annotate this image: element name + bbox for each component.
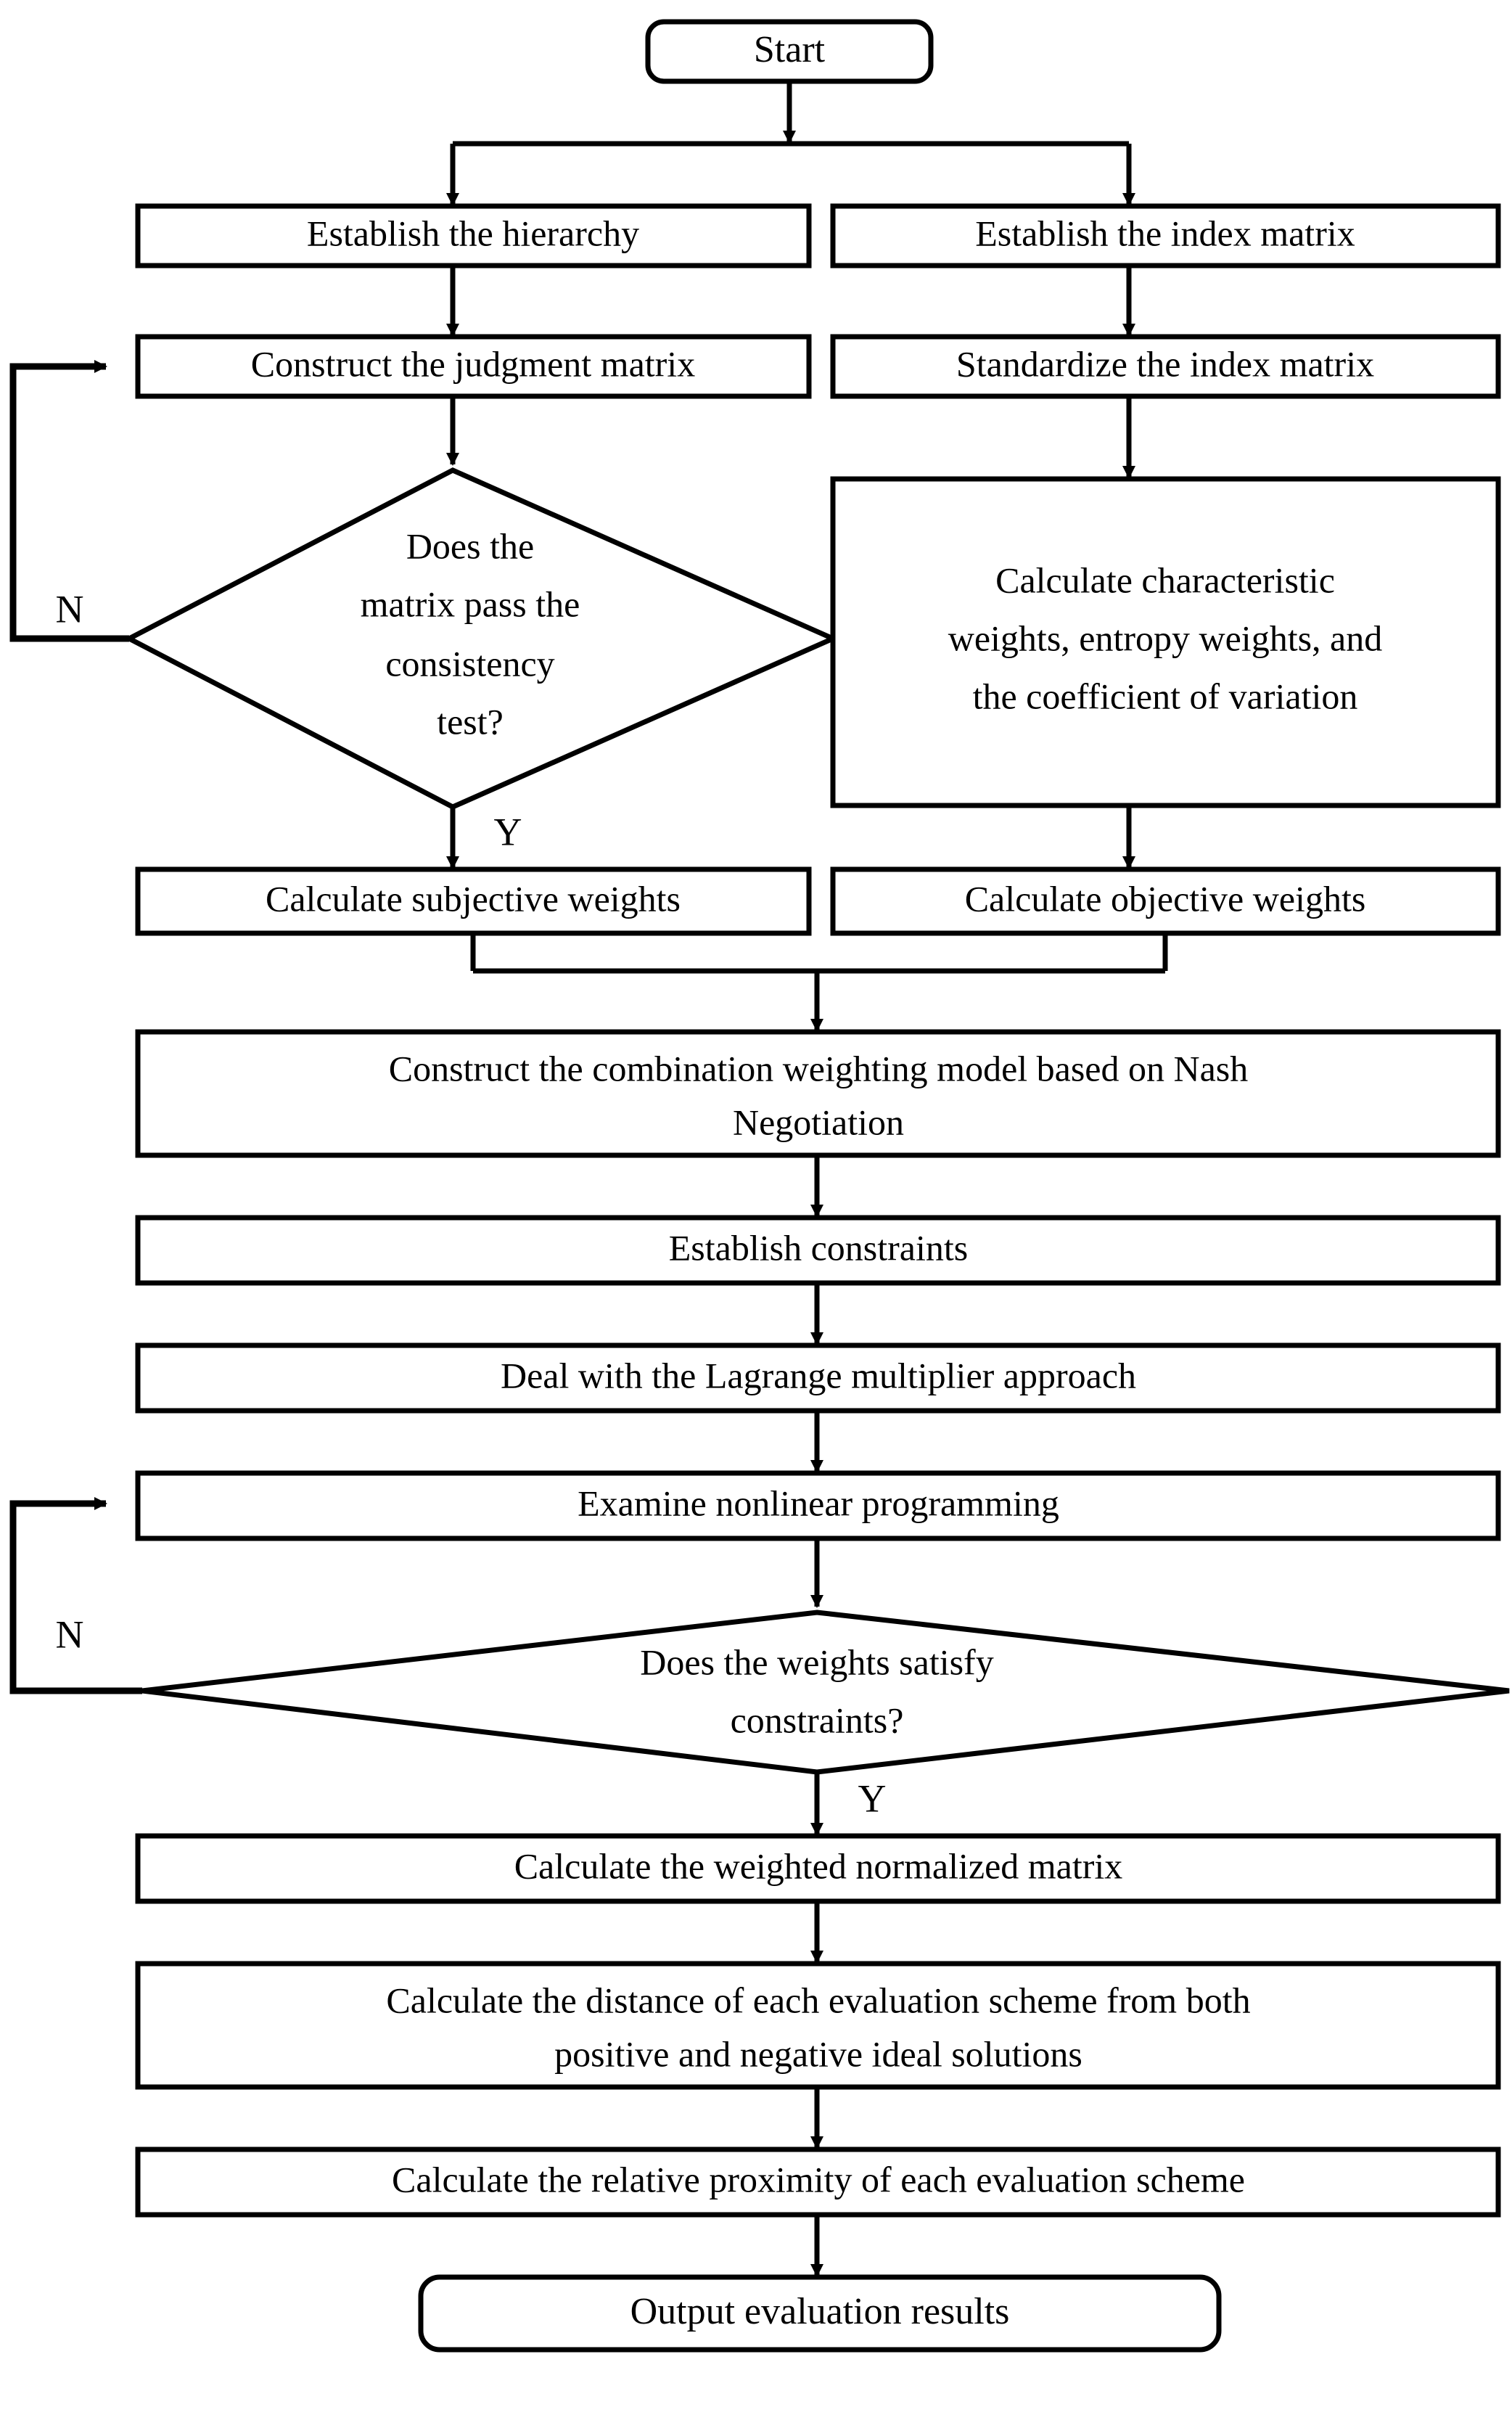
consistency-no-label: N bbox=[56, 587, 84, 631]
node-distance[interactable]: Calculate the distance of each evaluatio… bbox=[135, 1961, 1501, 2090]
calculate-characteristic-line3: the coefficient of variation bbox=[973, 676, 1358, 716]
establish-index-matrix-label: Establish the index matrix bbox=[975, 213, 1355, 253]
calculate-subjective-label: Calculate subjective weights bbox=[266, 878, 681, 919]
weighted-normalized-label: Calculate the weighted normalized matrix bbox=[514, 1845, 1123, 1886]
node-calculate-objective[interactable]: Calculate objective weights bbox=[830, 866, 1501, 936]
distance-box[interactable] bbox=[135, 1961, 1501, 2090]
calculate-objective-label: Calculate objective weights bbox=[965, 878, 1366, 919]
lagrange-label: Deal with the Lagrange multiplier approa… bbox=[501, 1355, 1136, 1395]
node-calculate-characteristic[interactable]: Calculate characteristic weights, entrop… bbox=[830, 476, 1501, 808]
relative-proximity-label: Calculate the relative proximity of each… bbox=[392, 2159, 1245, 2199]
node-constraints-decision[interactable]: Does the weights satisfy constraints? bbox=[141, 1610, 1510, 1775]
consistency-yes-label: Y bbox=[494, 810, 522, 853]
calculate-characteristic-box[interactable] bbox=[830, 476, 1501, 808]
node-establish-constraints[interactable]: Establish constraints bbox=[135, 1215, 1501, 1286]
edge-start-split bbox=[446, 81, 1135, 206]
distance-line1: Calculate the distance of each evaluatio… bbox=[386, 1980, 1250, 2020]
consistency-line2: matrix pass the bbox=[361, 583, 580, 624]
establish-hierarchy-label: Establish the hierarchy bbox=[307, 213, 639, 253]
examine-nonlinear-label: Examine nonlinear programming bbox=[578, 1483, 1059, 1523]
combination-weighting-line2: Negotiation bbox=[733, 1102, 904, 1142]
establish-hierarchy-box[interactable] bbox=[135, 203, 812, 268]
node-examine-nonlinear[interactable]: Examine nonlinear programming bbox=[135, 1470, 1501, 1541]
constraints-no-path bbox=[9, 1497, 142, 1694]
consistency-line1: Does the bbox=[406, 525, 534, 566]
constraints-line1: Does the weights satisfy bbox=[640, 1641, 993, 1682]
weighted-normalized-box[interactable] bbox=[135, 1833, 1501, 1904]
calculate-characteristic-line1: Calculate characteristic bbox=[995, 559, 1335, 600]
edge-weights-merge bbox=[470, 933, 1168, 1032]
node-lagrange[interactable]: Deal with the Lagrange multiplier approa… bbox=[135, 1342, 1501, 1414]
establish-constraints-box[interactable] bbox=[135, 1215, 1501, 1286]
establish-index-matrix-box[interactable] bbox=[830, 203, 1501, 268]
consistency-no-path bbox=[9, 360, 129, 642]
node-construct-judgment-matrix[interactable]: Construct the judgment matrix bbox=[135, 334, 812, 399]
constraints-line2: constraints? bbox=[731, 1699, 904, 1740]
start-label: Start bbox=[754, 29, 826, 70]
relative-proximity-box[interactable] bbox=[135, 2147, 1501, 2218]
node-standardize-index-matrix[interactable]: Standardize the index matrix bbox=[830, 334, 1501, 399]
distance-line2: positive and negative ideal solutions bbox=[554, 2033, 1082, 2074]
construct-judgment-matrix-label: Construct the judgment matrix bbox=[251, 343, 695, 384]
node-calculate-subjective[interactable]: Calculate subjective weights bbox=[135, 866, 812, 936]
standardize-index-matrix-label: Standardize the index matrix bbox=[956, 343, 1374, 384]
construct-judgment-matrix-box[interactable] bbox=[135, 334, 812, 399]
node-consistency-decision[interactable]: Does the matrix pass the consistency tes… bbox=[123, 467, 839, 810]
node-relative-proximity[interactable]: Calculate the relative proximity of each… bbox=[135, 2147, 1501, 2218]
node-output[interactable]: Output evaluation results bbox=[418, 2274, 1222, 2353]
node-establish-hierarchy[interactable]: Establish the hierarchy bbox=[135, 203, 812, 268]
edge-consistency-no: N bbox=[9, 360, 129, 642]
establish-constraints-label: Establish constraints bbox=[669, 1227, 968, 1268]
consistency-line4: test? bbox=[437, 701, 504, 742]
node-weighted-normalized[interactable]: Calculate the weighted normalized matrix bbox=[135, 1833, 1501, 1904]
standardize-index-matrix-box[interactable] bbox=[830, 334, 1501, 399]
constraints-yes-label: Y bbox=[858, 1776, 887, 1820]
node-combination-weighting[interactable]: Construct the combination weighting mode… bbox=[135, 1029, 1501, 1158]
node-establish-index-matrix[interactable]: Establish the index matrix bbox=[830, 203, 1501, 268]
examine-nonlinear-box[interactable] bbox=[135, 1470, 1501, 1541]
output-label: Output evaluation results bbox=[630, 2291, 1010, 2332]
consistency-line3: consistency bbox=[385, 643, 554, 684]
combination-weighting-line1: Construct the combination weighting mode… bbox=[389, 1048, 1249, 1088]
constraints-no-label: N bbox=[56, 1612, 84, 1656]
output-box[interactable] bbox=[418, 2274, 1222, 2353]
edge-constraints-no: N bbox=[9, 1497, 142, 1694]
calculate-characteristic-line2: weights, entropy weights, and bbox=[948, 618, 1383, 658]
node-start[interactable]: Start bbox=[645, 19, 934, 84]
